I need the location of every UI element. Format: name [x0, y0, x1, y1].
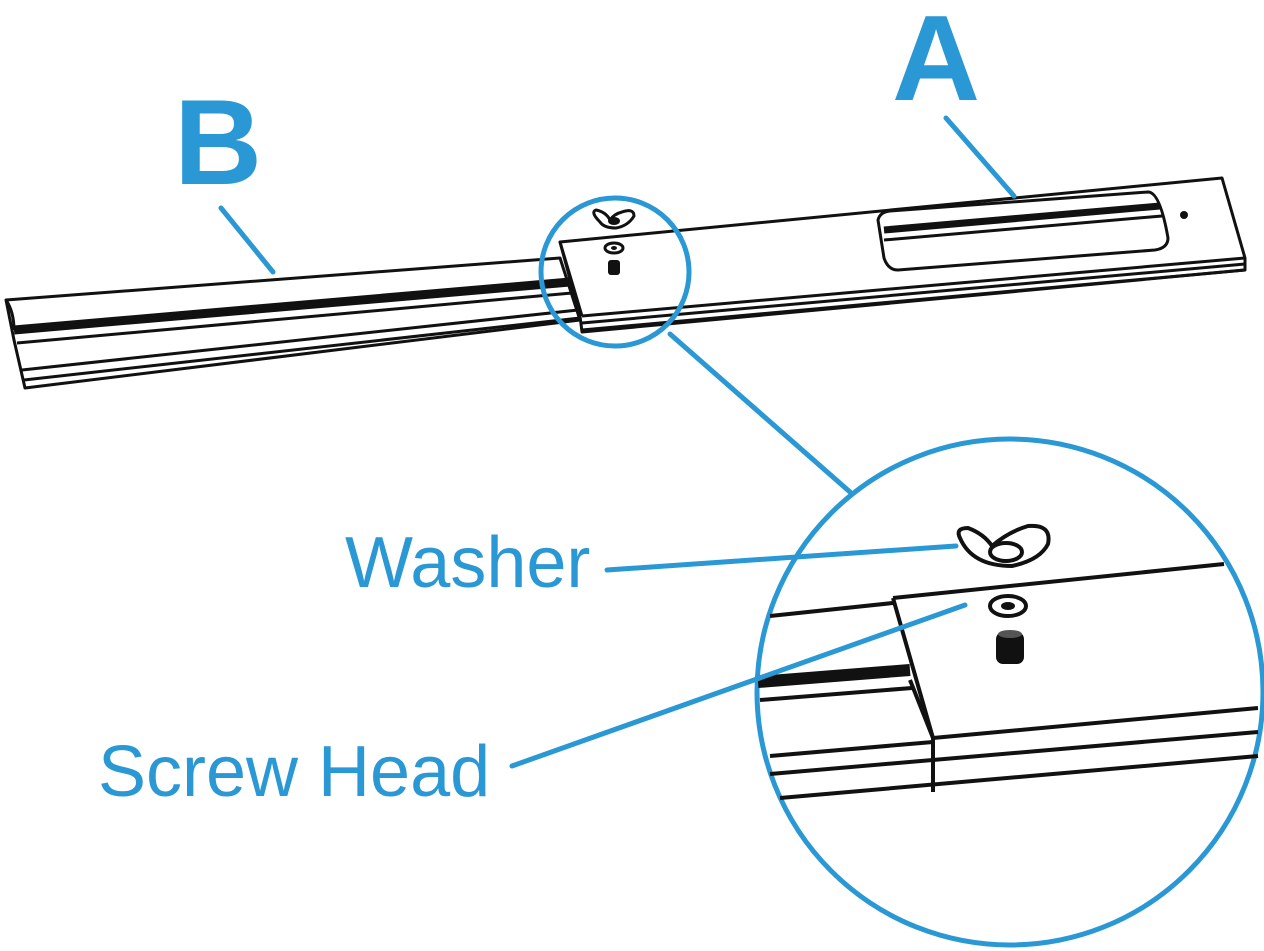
- screw-head-label: Screw Head: [98, 732, 490, 812]
- part-a-bar: [558, 176, 1247, 334]
- washer-label: Washer: [345, 523, 590, 603]
- hole-icon: [1180, 211, 1188, 219]
- wing-nut-icon: [592, 208, 636, 230]
- detail-zoom-circle: [754, 436, 1264, 948]
- detail-connector: [667, 331, 853, 495]
- part-b-label: B: [174, 74, 262, 210]
- part-a-label: A: [892, 0, 980, 126]
- wing-nut-detail-icon: [956, 523, 1051, 569]
- leader-b: [218, 205, 276, 275]
- detail-view: [757, 562, 1259, 800]
- detail-marker-circle: [538, 195, 692, 349]
- leader-washer: [604, 543, 959, 573]
- leader-screw-head: [509, 602, 968, 769]
- part-b-bar: [4, 256, 582, 390]
- callout-lines: [218, 115, 1264, 948]
- washer-icon: [603, 241, 625, 255]
- leader-a: [943, 115, 1017, 199]
- detail-leaders: [509, 543, 968, 769]
- screw-head-detail-icon: [996, 630, 1024, 664]
- screw-head-icon: [608, 260, 620, 275]
- washer-detail-icon: [988, 594, 1028, 618]
